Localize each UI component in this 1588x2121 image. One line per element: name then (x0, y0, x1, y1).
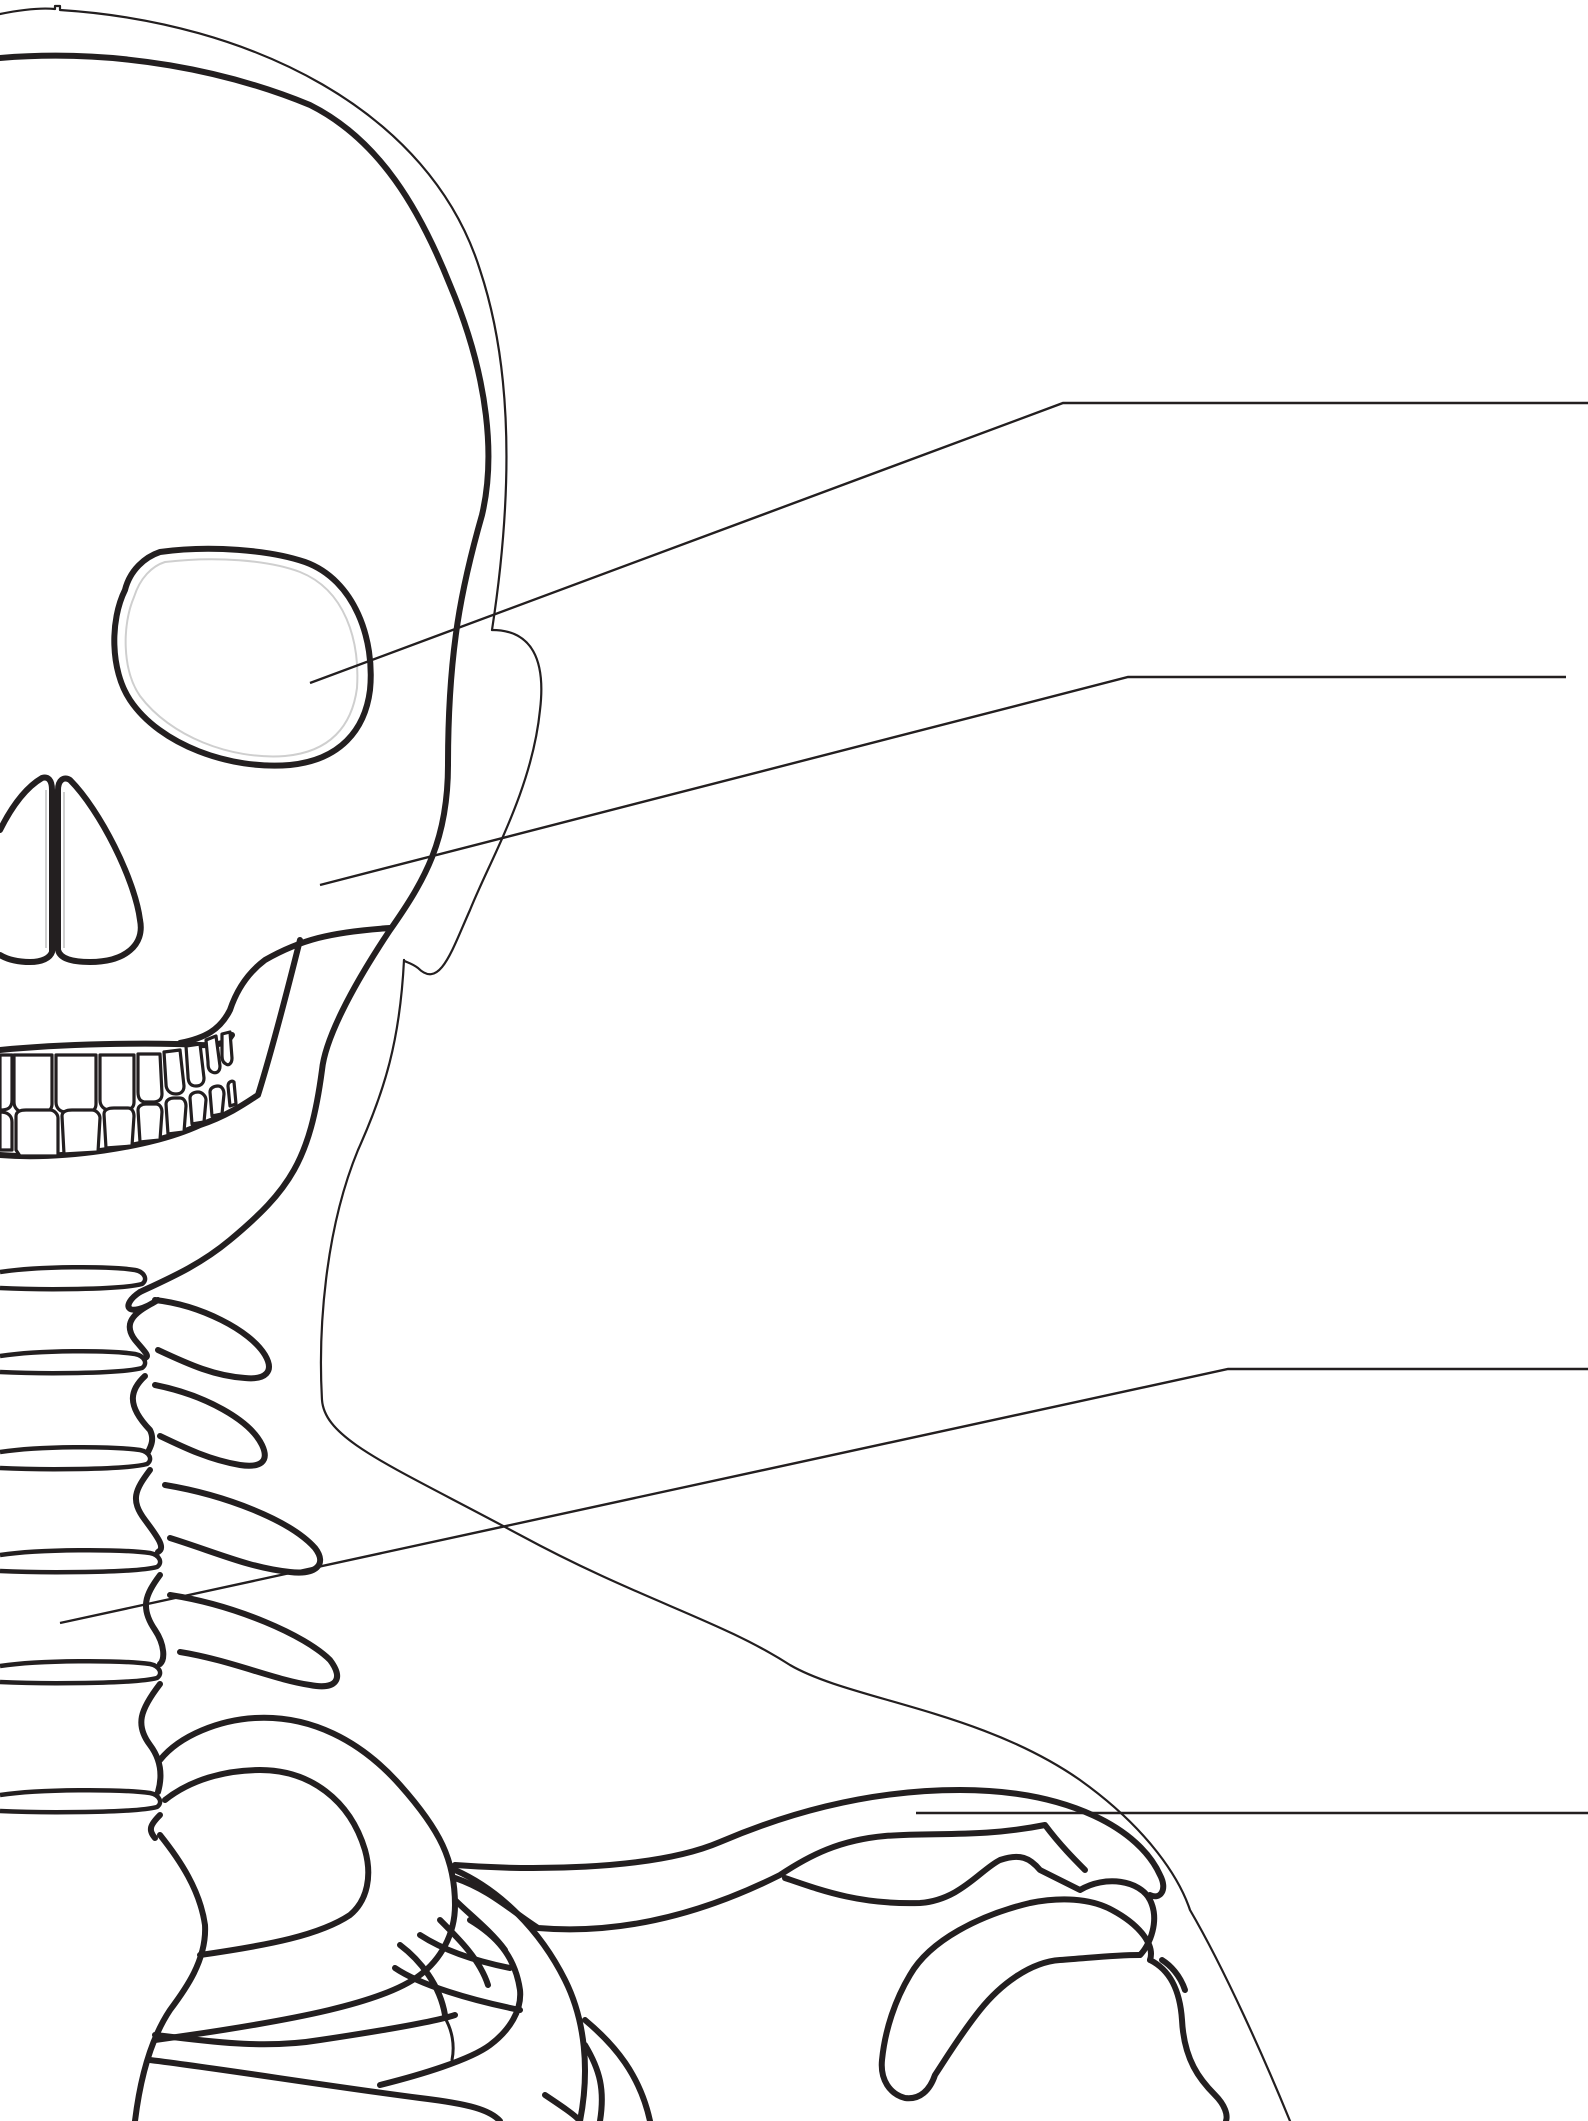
transverse-process (167, 1592, 341, 1690)
label-leaders (59, 401, 1588, 1815)
ear-outline (402, 628, 543, 976)
intercostal-strut (452, 1897, 508, 1953)
lower-tooth (226, 1079, 238, 1108)
rib-cage (132, 1714, 1230, 2121)
vertebra-body (0, 1658, 163, 1686)
mandible-upper-edge (177, 925, 393, 1046)
intercostal-strut (392, 1965, 523, 2013)
upper-tooth (204, 1034, 222, 1075)
eye-socket-inner (124, 558, 359, 758)
vertebra-body (0, 1264, 148, 1292)
lower-tooth (136, 1102, 164, 1144)
transverse-process (162, 1482, 324, 1576)
upper-tooth (136, 1052, 164, 1104)
upper-tooth (12, 1053, 54, 1114)
nasal-cavity-left (0, 774, 55, 965)
upper-tooth (184, 1042, 206, 1088)
upper-tooth (162, 1048, 186, 1096)
spine-edge (133, 1467, 165, 1555)
upper-tooth (54, 1053, 98, 1114)
spine-edge (130, 1373, 156, 1455)
upper-tooth (98, 1053, 136, 1112)
head-skin-contour (0, 4, 508, 632)
lower-tooth (188, 1090, 208, 1126)
clavicle-upper (452, 1787, 1167, 1900)
vertebra-body (0, 1547, 163, 1575)
intercostal-strut (437, 1917, 491, 1988)
cranium-outline (0, 52, 492, 768)
intercostal-strut (542, 2092, 583, 2121)
upper-tooth (0, 1053, 14, 1112)
humerus-shaft (1147, 1957, 1230, 2121)
vertebra-body (0, 1444, 153, 1472)
teeth (0, 1030, 238, 1158)
neck-back-contour (319, 958, 1292, 2121)
clavicle-lower (452, 1822, 1088, 1933)
label-line-2 (319, 675, 1566, 887)
mandible-ramus (137, 762, 451, 1295)
first-rib-outer (152, 1714, 458, 2043)
cervical-spine (0, 1264, 341, 1841)
transverse-process (152, 1297, 272, 1382)
rib-detail (443, 2016, 455, 2062)
rib-mid-band (152, 2012, 458, 2048)
lower-tooth (164, 1096, 188, 1136)
humerus-head (878, 1896, 1154, 2102)
third-rib-outer (582, 2017, 653, 2121)
lower-tooth (0, 1110, 14, 1152)
spine-edge (125, 1289, 161, 1361)
acromion (782, 1853, 1158, 1958)
intercostal-strut (397, 1942, 448, 2018)
label-line-3 (59, 1367, 1588, 1625)
scapula-edge (1159, 1957, 1188, 1993)
spine-edge (142, 1572, 167, 1667)
lower-tooth (102, 1106, 136, 1150)
nasal-cavity-right (55, 775, 144, 965)
label-line-1 (309, 401, 1588, 685)
second-rib-outer (452, 1867, 588, 2121)
skin-outline (0, 4, 1292, 2121)
upper-tooth (220, 1030, 234, 1067)
vertebra-body (0, 1348, 148, 1376)
manubrium-left (132, 1832, 209, 2121)
lower-tooth (208, 1084, 226, 1118)
lower-tooth (60, 1108, 102, 1156)
rib-lower-band (147, 2057, 503, 2121)
transverse-process (152, 1382, 268, 1469)
third-rib-inner (582, 2042, 605, 2121)
eye-socket (111, 545, 374, 769)
first-rib-inner (162, 1767, 372, 1958)
vertebra-body (0, 1787, 163, 1815)
lower-tooth (14, 1108, 60, 1158)
spine-edge (147, 1812, 163, 1841)
intercostal-strut (417, 1932, 513, 1971)
spine-edge (138, 1681, 164, 1795)
